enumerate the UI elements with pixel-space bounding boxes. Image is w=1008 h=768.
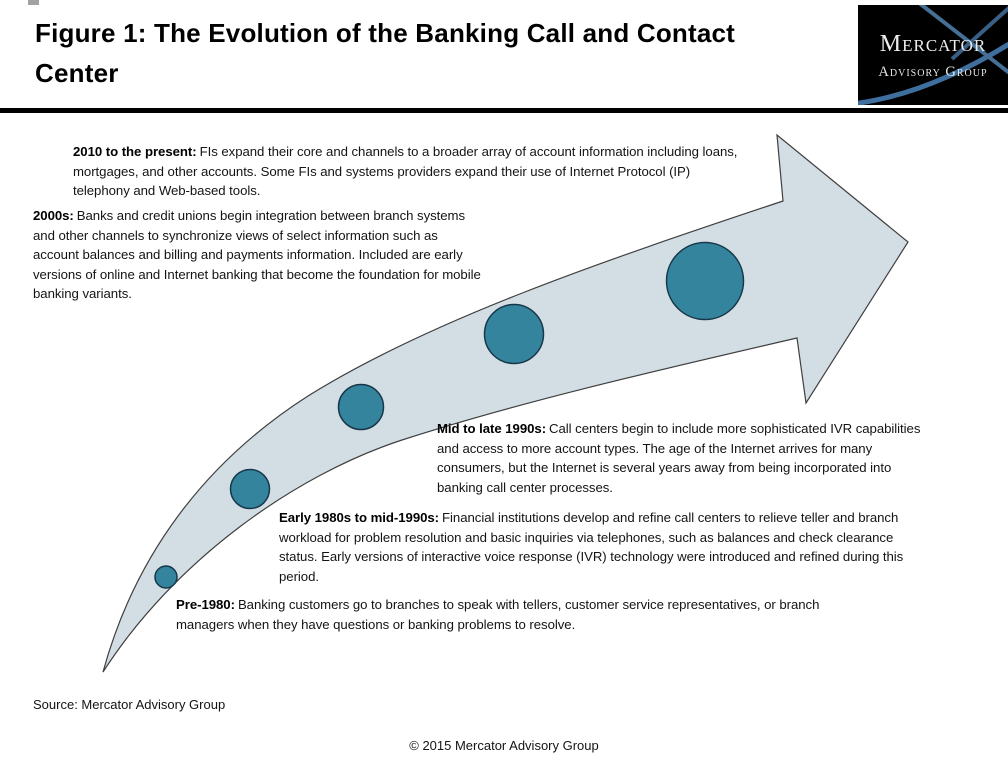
- era-early-1980s-to-mid-1990s: Early 1980s to mid-1990s:Financial insti…: [279, 508, 934, 586]
- copyright-note: © 2015 Mercator Advisory Group: [409, 738, 599, 753]
- era-label: Mid to late 1990s:: [437, 421, 547, 436]
- milestone-dot-1990s: [337, 383, 385, 431]
- era-text: Banks and credit unions begin integratio…: [33, 208, 481, 301]
- milestone-dot-1980s: [229, 468, 271, 510]
- era-label: Pre-1980:: [176, 597, 235, 612]
- mercator-logo: Mercator Advisory Group: [858, 5, 1008, 105]
- source-note: Source: Mercator Advisory Group: [33, 697, 226, 712]
- era-label: 2000s:: [33, 208, 74, 223]
- era-label: 2010 to the present:: [73, 144, 197, 159]
- logo-subtitle: Advisory Group: [878, 64, 988, 80]
- era-text: FIs expand their core and channels to a …: [73, 144, 738, 198]
- milestone-dot-2010: [665, 241, 745, 321]
- era-2000s: 2000s:Banks and credit unions begin inte…: [33, 206, 481, 304]
- title-divider: [0, 108, 1008, 113]
- era-mid-to-late-1990s: Mid to late 1990s:Call centers begin to …: [437, 419, 924, 497]
- era-text: Banking customers go to branches to spea…: [176, 597, 820, 632]
- milestone-dot-2000s: [483, 303, 545, 365]
- milestone-dot-pre1980: [154, 565, 178, 589]
- page-corner-mark: [28, 0, 39, 5]
- era-label: Early 1980s to mid-1990s:: [279, 510, 440, 525]
- figure-title: Figure 1: The Evolution of the Banking C…: [35, 18, 736, 88]
- era-text: Call centers begin to include more sophi…: [437, 421, 921, 495]
- era-text: Financial institutions develop and refin…: [279, 510, 904, 584]
- logo-swoosh-icon: [858, 5, 1008, 105]
- logo-wordmark: Mercator: [879, 31, 987, 57]
- era-pre-1980: Pre-1980:Banking customers go to branche…: [176, 595, 871, 634]
- era-2010-to-present: 2010 to the present:FIs expand their cor…: [73, 142, 743, 201]
